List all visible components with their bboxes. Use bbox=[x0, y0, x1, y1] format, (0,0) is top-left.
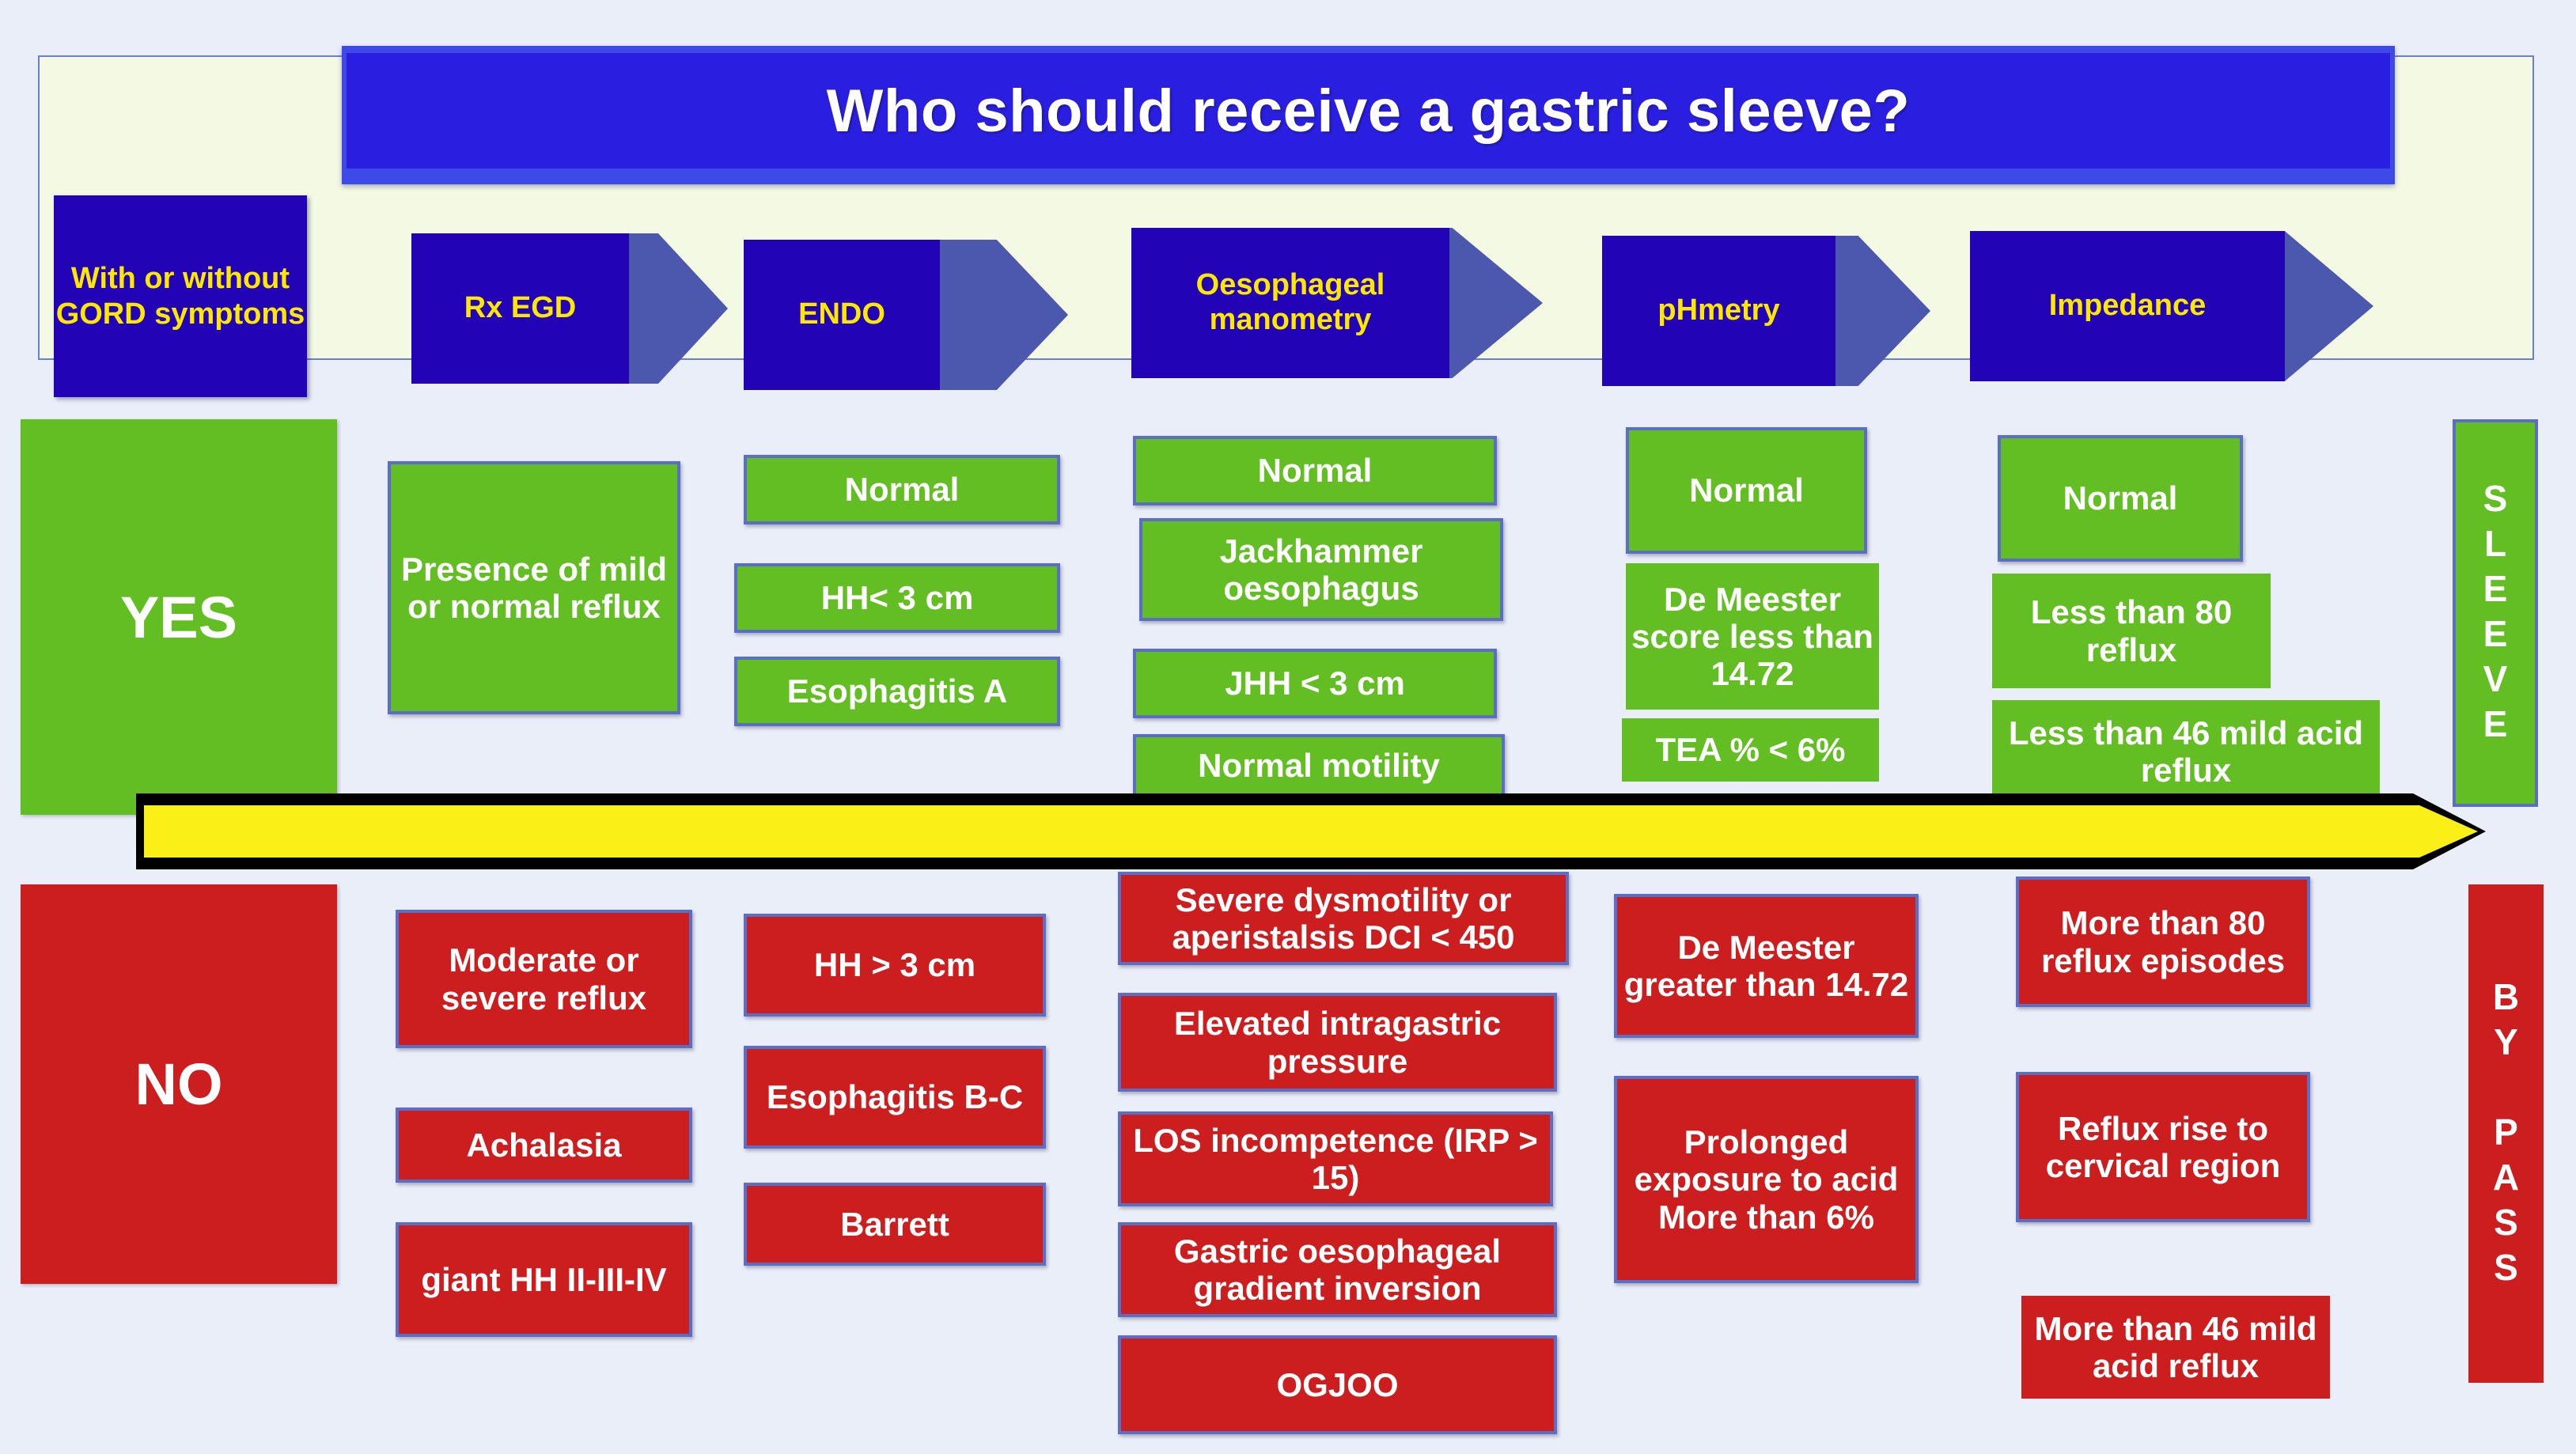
card-text: Esophagitis B-C bbox=[766, 1078, 1024, 1116]
outcome-bypass: BY PASS bbox=[2468, 884, 2544, 1383]
title-banner: Who should receive a gastric sleeve? bbox=[342, 46, 2395, 184]
card-yes-impedance-2: Less than 46 mild acid reflux bbox=[1992, 700, 2380, 803]
page-title: Who should receive a gastric sleeve? bbox=[826, 77, 1911, 145]
card-text: Normal bbox=[2063, 479, 2178, 517]
card-text: JHH < 3 cm bbox=[1225, 665, 1405, 702]
card-text: Normal bbox=[1257, 452, 1373, 490]
outcome-sleeve-label: SLEEVE bbox=[2475, 478, 2516, 748]
card-text: Less than 80 reflux bbox=[2030, 593, 2233, 668]
card-text: De Meester greater than 14.72 bbox=[1623, 928, 1909, 1003]
card-no-rxegd-2: giant HH II-III-IV bbox=[396, 1222, 692, 1337]
card-no-manometry-3: Gastric oesophageal gradient inversion bbox=[1118, 1222, 1557, 1317]
card-text: TEA % < 6% bbox=[1655, 731, 1846, 769]
card-text: LOS incompetence (IRP > 15) bbox=[1133, 1121, 1538, 1196]
card-no-phmetry-1: Prolonged exposure to acid More than 6% bbox=[1614, 1076, 1919, 1283]
outcome-sleeve: SLEEVE bbox=[2453, 419, 2538, 807]
card-text: Less than 46 mild acid reflux bbox=[2008, 714, 2364, 789]
card-text: Jackhammer oesophagus bbox=[1219, 532, 1423, 607]
outcome-bypass-label: BY PASS bbox=[2485, 975, 2527, 1292]
card-yes-impedance-0: Normal bbox=[1998, 435, 2243, 562]
card-no-phmetry-0: De Meester greater than 14.72 bbox=[1614, 894, 1919, 1038]
start-condition-label: With or without GORD symptoms bbox=[55, 261, 305, 331]
step-chevron-endo[interactable]: ENDO bbox=[744, 240, 1068, 390]
card-text: Normal bbox=[1689, 471, 1804, 509]
step-label-impedance: Impedance bbox=[2048, 289, 2207, 323]
card-yes-manometry-0: Normal bbox=[1133, 436, 1497, 505]
card-text: Prolonged exposure to acid More than 6% bbox=[1634, 1123, 1899, 1236]
step-label-rx-egd: Rx EGD bbox=[464, 291, 577, 325]
card-no-impedance-1: Reflux rise to cervical region bbox=[2016, 1072, 2310, 1222]
step-label-phmetry: pHmetry bbox=[1657, 293, 1780, 328]
step-chevron-oesophageal-manometry[interactable]: Oesophageal manometry bbox=[1131, 228, 1543, 378]
card-text: Reflux rise to cervical region bbox=[2045, 1109, 2281, 1184]
card-no-endo-1: Esophagitis B-C bbox=[744, 1046, 1046, 1149]
card-text: Achalasia bbox=[466, 1126, 622, 1164]
title-banner-inner: Who should receive a gastric sleeve? bbox=[347, 53, 2390, 168]
card-yes-endo-2: Esophagitis A bbox=[734, 657, 1060, 726]
card-text: More than 80 reflux episodes bbox=[2040, 904, 2286, 979]
card-text: Normal motility bbox=[1198, 747, 1440, 785]
card-yes-manometry-3: Normal motility bbox=[1133, 734, 1505, 797]
verdict-yes-label: YES bbox=[119, 584, 238, 650]
card-text: HH > 3 cm bbox=[813, 946, 976, 984]
card-text: De Meester score less than 14.72 bbox=[1631, 580, 1873, 693]
card-text: giant HH II-III-IV bbox=[421, 1260, 667, 1298]
card-text: Elevated intragastric pressure bbox=[1173, 1005, 1502, 1080]
card-text: HH< 3 cm bbox=[820, 579, 974, 617]
arrow-fill bbox=[144, 805, 2478, 858]
card-text: More than 46 mild acid reflux bbox=[2034, 1309, 2317, 1384]
card-no-impedance-2: More than 46 mild acid reflux bbox=[2021, 1296, 2330, 1399]
card-text: Moderate or severe reflux bbox=[441, 941, 647, 1017]
card-yes-phmetry-0: Normal bbox=[1626, 427, 1867, 554]
step-label-endo: ENDO bbox=[798, 297, 885, 331]
verdict-no: NO bbox=[21, 884, 337, 1284]
card-text: OGJOO bbox=[1276, 1365, 1399, 1403]
card-text: Barrett bbox=[840, 1205, 949, 1243]
card-no-rxegd-0: Moderate or severe reflux bbox=[396, 910, 692, 1048]
chevron-body: Impedance bbox=[1970, 231, 2285, 381]
chevron-body: pHmetry bbox=[1602, 236, 1835, 386]
card-text: Gastric oesophageal gradient inversion bbox=[1173, 1232, 1502, 1307]
card-no-manometry-0: Severe dysmotility or aperistalsis DCI <… bbox=[1118, 872, 1569, 965]
start-condition-box: With or without GORD symptoms bbox=[54, 195, 307, 397]
card-yes-manometry-2: JHH < 3 cm bbox=[1133, 649, 1497, 718]
card-no-endo-2: Barrett bbox=[744, 1183, 1046, 1266]
step-chevron-phmetry[interactable]: pHmetry bbox=[1602, 236, 1930, 386]
card-yes-endo-0: Normal bbox=[744, 455, 1060, 524]
verdict-no-label: NO bbox=[134, 1051, 223, 1117]
card-no-rxegd-1: Achalasia bbox=[396, 1108, 692, 1183]
card-no-impedance-0: More than 80 reflux episodes bbox=[2016, 877, 2310, 1007]
card-yes-endo-1: HH< 3 cm bbox=[734, 563, 1060, 633]
card-text: Severe dysmotility or aperistalsis DCI <… bbox=[1172, 880, 1515, 956]
chevron-body: Oesophageal manometry bbox=[1131, 228, 1449, 378]
step-chevron-impedance[interactable]: Impedance bbox=[1970, 231, 2373, 381]
step-label-oesophageal-manometry: Oesophageal manometry bbox=[1195, 268, 1385, 336]
card-yes-impedance-1: Less than 80 reflux bbox=[1992, 574, 2271, 688]
card-no-manometry-4: OGJOO bbox=[1118, 1335, 1557, 1434]
card-yes-phmetry-2: TEA % < 6% bbox=[1622, 718, 1879, 782]
card-yes-manometry-1: Jackhammer oesophagus bbox=[1139, 518, 1503, 621]
chevron-body: Rx EGD bbox=[411, 233, 629, 384]
card-text: Esophagitis A bbox=[786, 672, 1008, 710]
step-chevron-rx-egd[interactable]: Rx EGD bbox=[411, 233, 728, 384]
card-yes-phmetry-1: De Meester score less than 14.72 bbox=[1626, 563, 1879, 710]
progression-arrow-icon bbox=[136, 793, 2486, 869]
card-no-endo-0: HH > 3 cm bbox=[744, 914, 1046, 1017]
card-no-manometry-2: LOS incompetence (IRP > 15) bbox=[1118, 1111, 1553, 1206]
verdict-yes: YES bbox=[21, 419, 337, 815]
chevron-body: ENDO bbox=[744, 240, 940, 390]
card-no-manometry-1: Elevated intragastric pressure bbox=[1118, 993, 1557, 1092]
card-yes-rxegd-0: Presence of mild or normal reflux bbox=[388, 461, 680, 714]
card-text: Presence of mild or normal reflux bbox=[400, 550, 668, 625]
card-text: Normal bbox=[844, 471, 960, 509]
